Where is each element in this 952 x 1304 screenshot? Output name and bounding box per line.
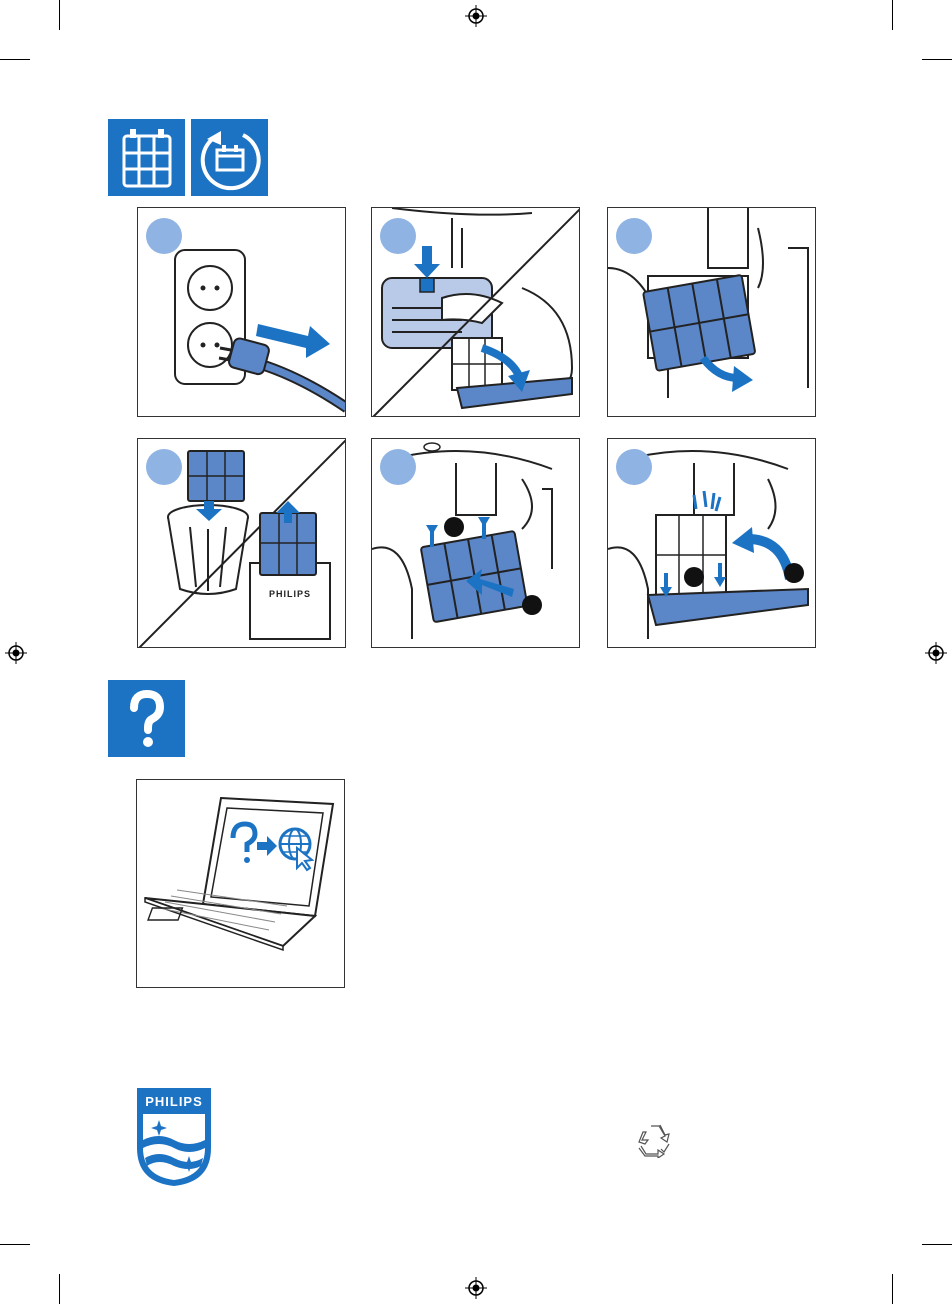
step-6-panel <box>607 438 816 648</box>
box-brand-label: PHILIPS <box>269 589 311 599</box>
registration-mark-icon <box>925 642 947 664</box>
philips-shield-logo: PHILIPS <box>135 1086 213 1188</box>
step-5-marker <box>380 449 416 485</box>
step-3-panel <box>607 207 816 417</box>
sub-step-a-marker <box>444 517 464 537</box>
step-2-marker <box>380 218 416 254</box>
filter-grid-icon <box>108 119 185 196</box>
step-2-panel <box>371 207 580 417</box>
step-4-panel: PHILIPS <box>137 438 346 648</box>
registration-mark-icon <box>465 5 487 27</box>
recycle-icon <box>636 1122 674 1158</box>
sub-step-b-marker <box>784 563 804 583</box>
crop-mark <box>59 1274 60 1304</box>
crop-mark <box>892 1274 893 1304</box>
recurring-calendar-icon <box>191 119 268 196</box>
step-5-panel <box>371 438 580 648</box>
step-1-panel <box>137 207 346 417</box>
sub-step-b-marker <box>522 595 542 615</box>
sub-step-a-marker <box>684 567 704 587</box>
question-mark-icon <box>108 680 185 757</box>
registration-mark-icon <box>5 642 27 664</box>
step-6-marker <box>616 449 652 485</box>
online-support-panel <box>136 779 345 988</box>
registration-mark-icon <box>465 1277 487 1299</box>
crop-mark <box>922 59 952 60</box>
brand-logo-text: PHILIPS <box>135 1094 213 1109</box>
crop-mark <box>892 0 893 30</box>
crop-mark <box>0 1244 30 1245</box>
step-1-marker <box>146 218 182 254</box>
crop-mark <box>0 59 30 60</box>
crop-mark <box>59 0 60 30</box>
step-4-marker <box>146 449 182 485</box>
crop-mark <box>922 1244 952 1245</box>
step-3-marker <box>616 218 652 254</box>
